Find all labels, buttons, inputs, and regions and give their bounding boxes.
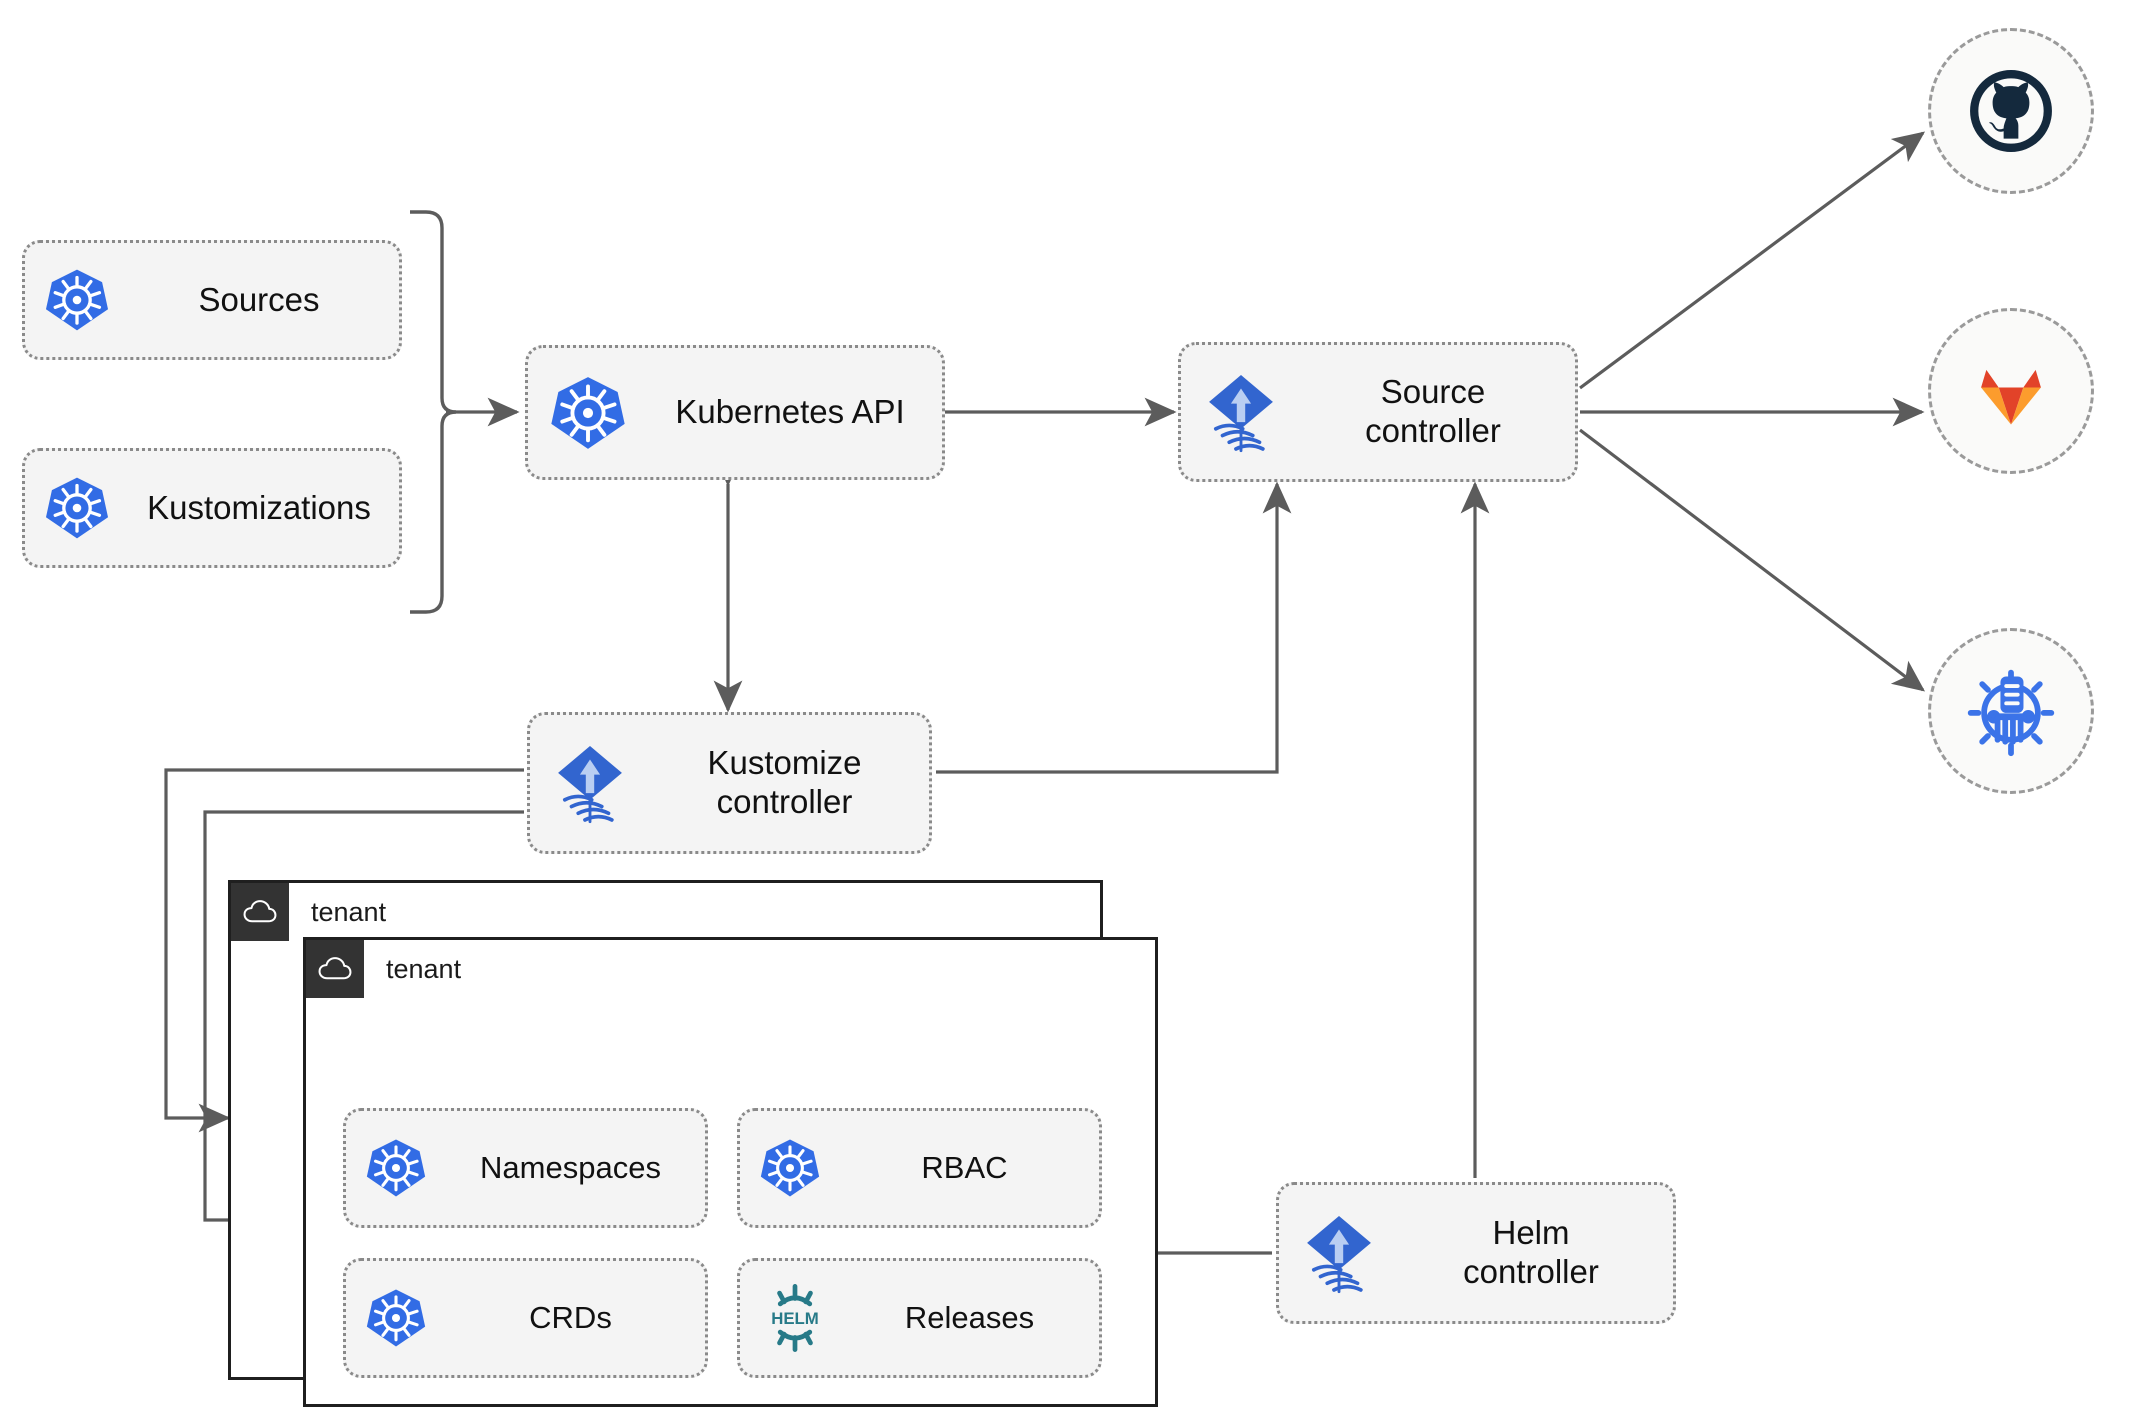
flux-icon (1279, 1211, 1399, 1295)
flux-icon (1181, 370, 1301, 454)
node-label: Kubernetes API (675, 393, 905, 431)
node-label: Sources (198, 280, 320, 318)
kubernetes-icon (346, 1137, 446, 1199)
helm-icon: HELM (740, 1281, 850, 1355)
tenant-label: tenant (386, 953, 462, 984)
resource-label: RBAC (921, 1149, 1008, 1185)
cloud-icon (231, 883, 289, 941)
resource-label: CRDs (529, 1299, 612, 1335)
flux-icon (530, 741, 650, 825)
provider-helm-repository[interactable] (1928, 628, 2094, 794)
resource-label: Releases (904, 1299, 1035, 1335)
tenant-container-inner[interactable]: tenant Namespaces (303, 937, 1158, 1407)
gitlab-icon (1981, 369, 2041, 425)
tenant-label: tenant (311, 896, 387, 927)
helm-repository-icon (1967, 669, 2055, 757)
resource-namespaces[interactable]: Namespaces (343, 1108, 708, 1228)
node-kustomizations[interactable]: Kustomizations (22, 448, 402, 568)
cloud-icon (306, 940, 364, 998)
node-label: Kustomizations (147, 488, 371, 526)
provider-gitlab[interactable] (1928, 308, 2094, 474)
github-icon (1970, 70, 2052, 152)
node-label: Source controller (1365, 373, 1501, 449)
svg-text:HELM: HELM (771, 1309, 819, 1328)
node-source-controller[interactable]: Source controller (1178, 342, 1578, 482)
kubernetes-icon (25, 475, 129, 541)
tenant-header: tenant (231, 883, 386, 941)
node-sources[interactable]: Sources (22, 240, 402, 360)
resource-label: Namespaces (480, 1149, 661, 1185)
tenant-header: tenant (306, 940, 461, 998)
node-kustomize-controller[interactable]: Kustomize controller (527, 712, 932, 854)
node-label: Helm controller (1463, 1214, 1599, 1290)
provider-github[interactable] (1928, 28, 2094, 194)
resource-releases[interactable]: HELM Releases (737, 1258, 1102, 1378)
kubernetes-icon (740, 1137, 840, 1199)
node-label: Kustomize controller (707, 744, 862, 820)
resource-rbac[interactable]: RBAC (737, 1108, 1102, 1228)
kubernetes-icon (346, 1287, 446, 1349)
node-helm-controller[interactable]: Helm controller (1276, 1182, 1676, 1324)
kubernetes-icon (528, 374, 648, 452)
kubernetes-icon (25, 267, 129, 333)
resource-crds[interactable]: CRDs (343, 1258, 708, 1378)
node-kubernetes-api[interactable]: Kubernetes API (525, 345, 945, 480)
